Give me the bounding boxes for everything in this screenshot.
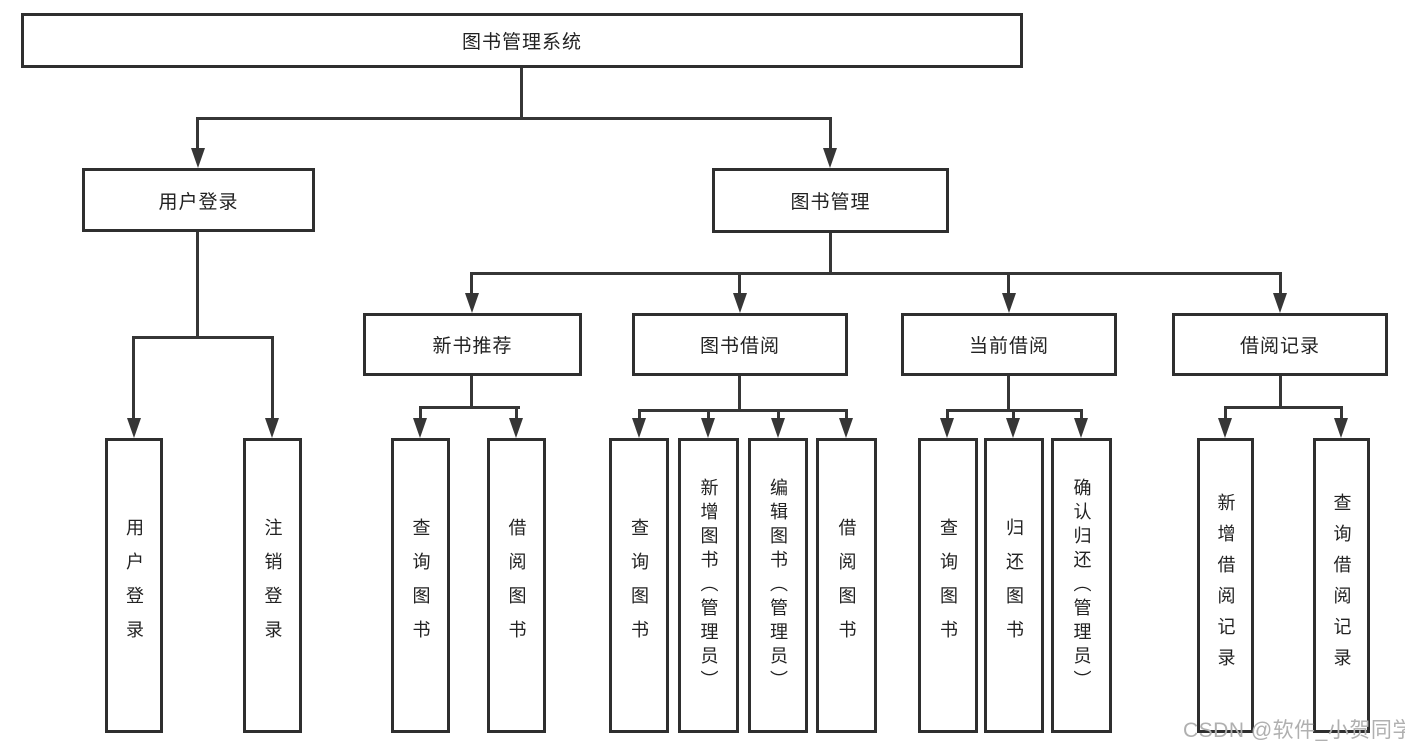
arrow-down-icon [839, 418, 853, 438]
connector-line [946, 409, 949, 420]
leaf-label: 新增借阅记录 [1215, 492, 1236, 679]
arrow-down-icon [509, 418, 523, 438]
leaf-query-books-recommend: 查询图书 [391, 438, 450, 733]
leaf-user-login: 用户登录 [105, 438, 163, 733]
leaf-label: 查询借阅记录 [1331, 492, 1352, 679]
connector-line [419, 406, 520, 409]
connector-line [196, 117, 832, 120]
node-label: 当前借阅 [968, 336, 1049, 357]
node-user-login: 用户登录 [82, 168, 315, 232]
leaf-label: 查询图书 [938, 517, 958, 654]
connector-line [271, 336, 274, 420]
connector-line [1080, 409, 1083, 420]
connector-line [1007, 376, 1010, 412]
node-label: 新书推荐 [432, 336, 513, 357]
arrow-down-icon [127, 418, 141, 438]
connector-line [738, 376, 741, 412]
connector-line [638, 409, 641, 420]
connector-line [1340, 406, 1343, 420]
connector-line [1224, 406, 1342, 409]
leaf-query-borrow-record: 查询借阅记录 [1313, 438, 1370, 733]
connector-line [515, 406, 518, 420]
connector-line [132, 336, 274, 339]
node-label: 图书管理系统 [461, 32, 582, 53]
arrow-down-icon [771, 418, 785, 438]
leaf-label: 注销登录 [262, 517, 283, 654]
leaf-label: 借阅图书 [836, 517, 857, 654]
leaf-label: 用户登录 [124, 517, 144, 654]
leaf-label: 确认归还（管理员） [1071, 477, 1092, 694]
connector-line [196, 232, 199, 339]
connector-line [419, 406, 422, 420]
leaf-query-books-borrow: 查询图书 [609, 438, 669, 733]
connector-line [829, 117, 832, 152]
connector-line [777, 409, 780, 420]
arrow-down-icon [1334, 418, 1348, 438]
leaf-logout: 注销登录 [243, 438, 302, 733]
leaf-return-books: 归还图书 [984, 438, 1044, 733]
arrow-down-icon [1218, 418, 1232, 438]
connector-line [1224, 406, 1227, 420]
leaf-label: 编辑图书（管理员） [768, 477, 788, 694]
connector-line [520, 68, 523, 118]
connector-line [638, 409, 848, 412]
arrow-down-icon [465, 293, 479, 313]
leaf-borrow-books-recommend: 借阅图书 [487, 438, 546, 733]
node-label: 图书管理 [790, 192, 871, 213]
arrow-down-icon [1006, 418, 1020, 438]
connector-line [470, 272, 1282, 275]
node-borrowing-records: 借阅记录 [1172, 313, 1388, 376]
leaf-confirm-return-admin: 确认归还（管理员） [1051, 438, 1112, 733]
connector-line [470, 376, 473, 409]
leaf-label: 查询图书 [629, 517, 649, 654]
arrow-down-icon [191, 148, 205, 168]
node-book-borrowing: 图书借阅 [632, 313, 848, 376]
connector-line [1279, 272, 1282, 296]
arrow-down-icon [1002, 293, 1016, 313]
connector-line [829, 233, 832, 275]
connector-line [1012, 409, 1015, 420]
node-label: 用户登录 [158, 191, 239, 213]
connector-line [845, 409, 848, 420]
csdn-watermark: CSDN @软件_小贺同学 [1183, 719, 1405, 742]
arrow-down-icon [701, 418, 715, 438]
leaf-label: 查询图书 [410, 517, 431, 654]
arrow-down-icon [733, 293, 747, 313]
node-library-management-system: 图书管理系统 [21, 13, 1023, 68]
node-label: 借阅记录 [1239, 336, 1320, 357]
arrow-down-icon [265, 418, 279, 438]
leaf-label: 借阅图书 [506, 517, 527, 654]
arrow-down-icon [1273, 293, 1287, 313]
connector-line [1279, 376, 1282, 409]
arrow-down-icon [823, 148, 837, 168]
leaf-add-books-admin: 新增图书（管理员） [678, 438, 739, 733]
connector-line [707, 409, 710, 420]
leaf-query-books-current: 查询图书 [918, 438, 978, 733]
node-label: 图书借阅 [699, 336, 780, 357]
arrow-down-icon [940, 418, 954, 438]
connector-line [738, 272, 741, 296]
arrow-down-icon [632, 418, 646, 438]
node-new-book-recommendation: 新书推荐 [363, 313, 582, 376]
node-book-management: 图书管理 [712, 168, 949, 233]
arrow-down-icon [413, 418, 427, 438]
node-current-borrowing: 当前借阅 [901, 313, 1117, 376]
leaf-edit-books-admin: 编辑图书（管理员） [748, 438, 808, 733]
leaf-label: 新增图书（管理员） [698, 477, 719, 694]
connector-line [470, 272, 473, 296]
connector-line [132, 336, 135, 420]
connector-line [1007, 272, 1010, 296]
leaf-add-borrow-record: 新增借阅记录 [1197, 438, 1254, 733]
arrow-down-icon [1074, 418, 1088, 438]
connector-line [196, 117, 199, 152]
leaf-label: 归还图书 [1004, 517, 1024, 654]
leaf-borrow-books: 借阅图书 [816, 438, 877, 733]
